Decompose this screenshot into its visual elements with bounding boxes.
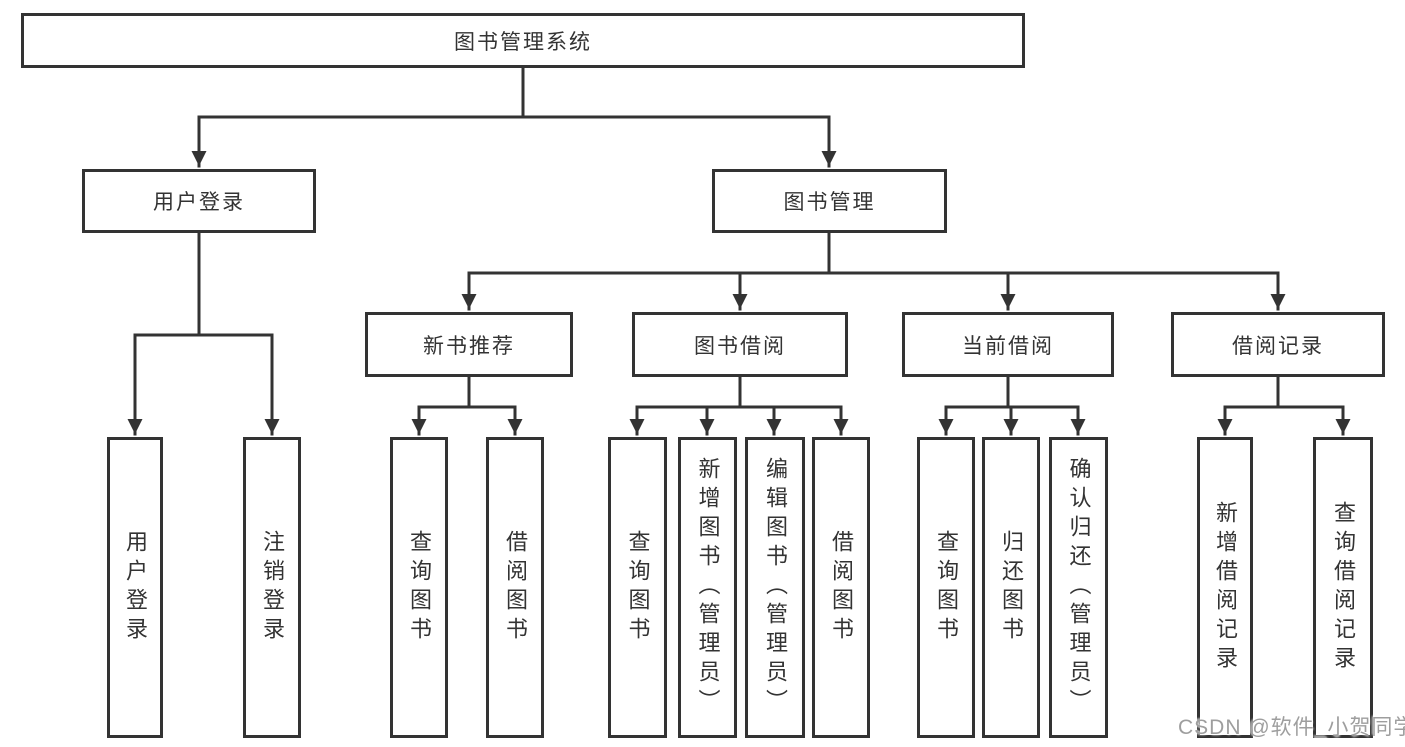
leaf-add-borrow-record: 新增借阅记录 bbox=[1197, 437, 1253, 738]
leaf-label: 查询图书 bbox=[625, 529, 651, 646]
leaf-query-books-borrow: 查询图书 bbox=[608, 437, 667, 738]
node-current-borrowing: 当前借阅 bbox=[902, 312, 1114, 377]
leaf-query-borrow-record: 查询借阅记录 bbox=[1313, 437, 1373, 738]
leaf-label: 新增图书（管理员） bbox=[695, 457, 721, 718]
leaf-label: 用户登录 bbox=[123, 529, 148, 646]
leaf-user-login: 用户登录 bbox=[107, 437, 163, 738]
csdn-watermark: CSDN @软件_小贺同学 bbox=[1178, 716, 1405, 739]
leaf-label: 注销登录 bbox=[260, 529, 285, 646]
leaf-query-books-recommend: 查询图书 bbox=[390, 437, 448, 738]
leaf-add-books-admin: 新增图书（管理员） bbox=[678, 437, 737, 738]
leaf-label: 查询图书 bbox=[934, 529, 959, 646]
leaf-label: 确认归还（管理员） bbox=[1066, 457, 1092, 718]
leaf-label: 编辑图书（管理员） bbox=[763, 457, 788, 718]
leaf-confirm-return-admin: 确认归还（管理员） bbox=[1049, 437, 1108, 738]
leaf-label: 借阅图书 bbox=[829, 529, 854, 646]
node-new-book-recommend: 新书推荐 bbox=[365, 312, 573, 377]
node-user-login: 用户登录 bbox=[82, 169, 316, 233]
leaf-label: 借阅图书 bbox=[503, 529, 528, 646]
leaf-logout: 注销登录 bbox=[243, 437, 301, 738]
leaf-edit-books-admin: 编辑图书（管理员） bbox=[745, 437, 805, 738]
leaf-label: 归还图书 bbox=[999, 529, 1024, 646]
leaf-borrow-books: 借阅图书 bbox=[812, 437, 870, 738]
leaf-borrow-books-recommend: 借阅图书 bbox=[486, 437, 544, 738]
node-borrowing-records: 借阅记录 bbox=[1171, 312, 1385, 377]
leaf-label: 查询图书 bbox=[407, 529, 432, 646]
node-library-system: 图书管理系统 bbox=[21, 13, 1025, 68]
leaf-query-books-current: 查询图书 bbox=[917, 437, 975, 738]
leaf-return-books: 归还图书 bbox=[982, 437, 1040, 738]
node-book-borrowing: 图书借阅 bbox=[632, 312, 848, 377]
leaf-label: 新增借阅记录 bbox=[1213, 500, 1238, 675]
leaf-label: 查询借阅记录 bbox=[1331, 500, 1356, 675]
node-book-management: 图书管理 bbox=[712, 169, 947, 233]
